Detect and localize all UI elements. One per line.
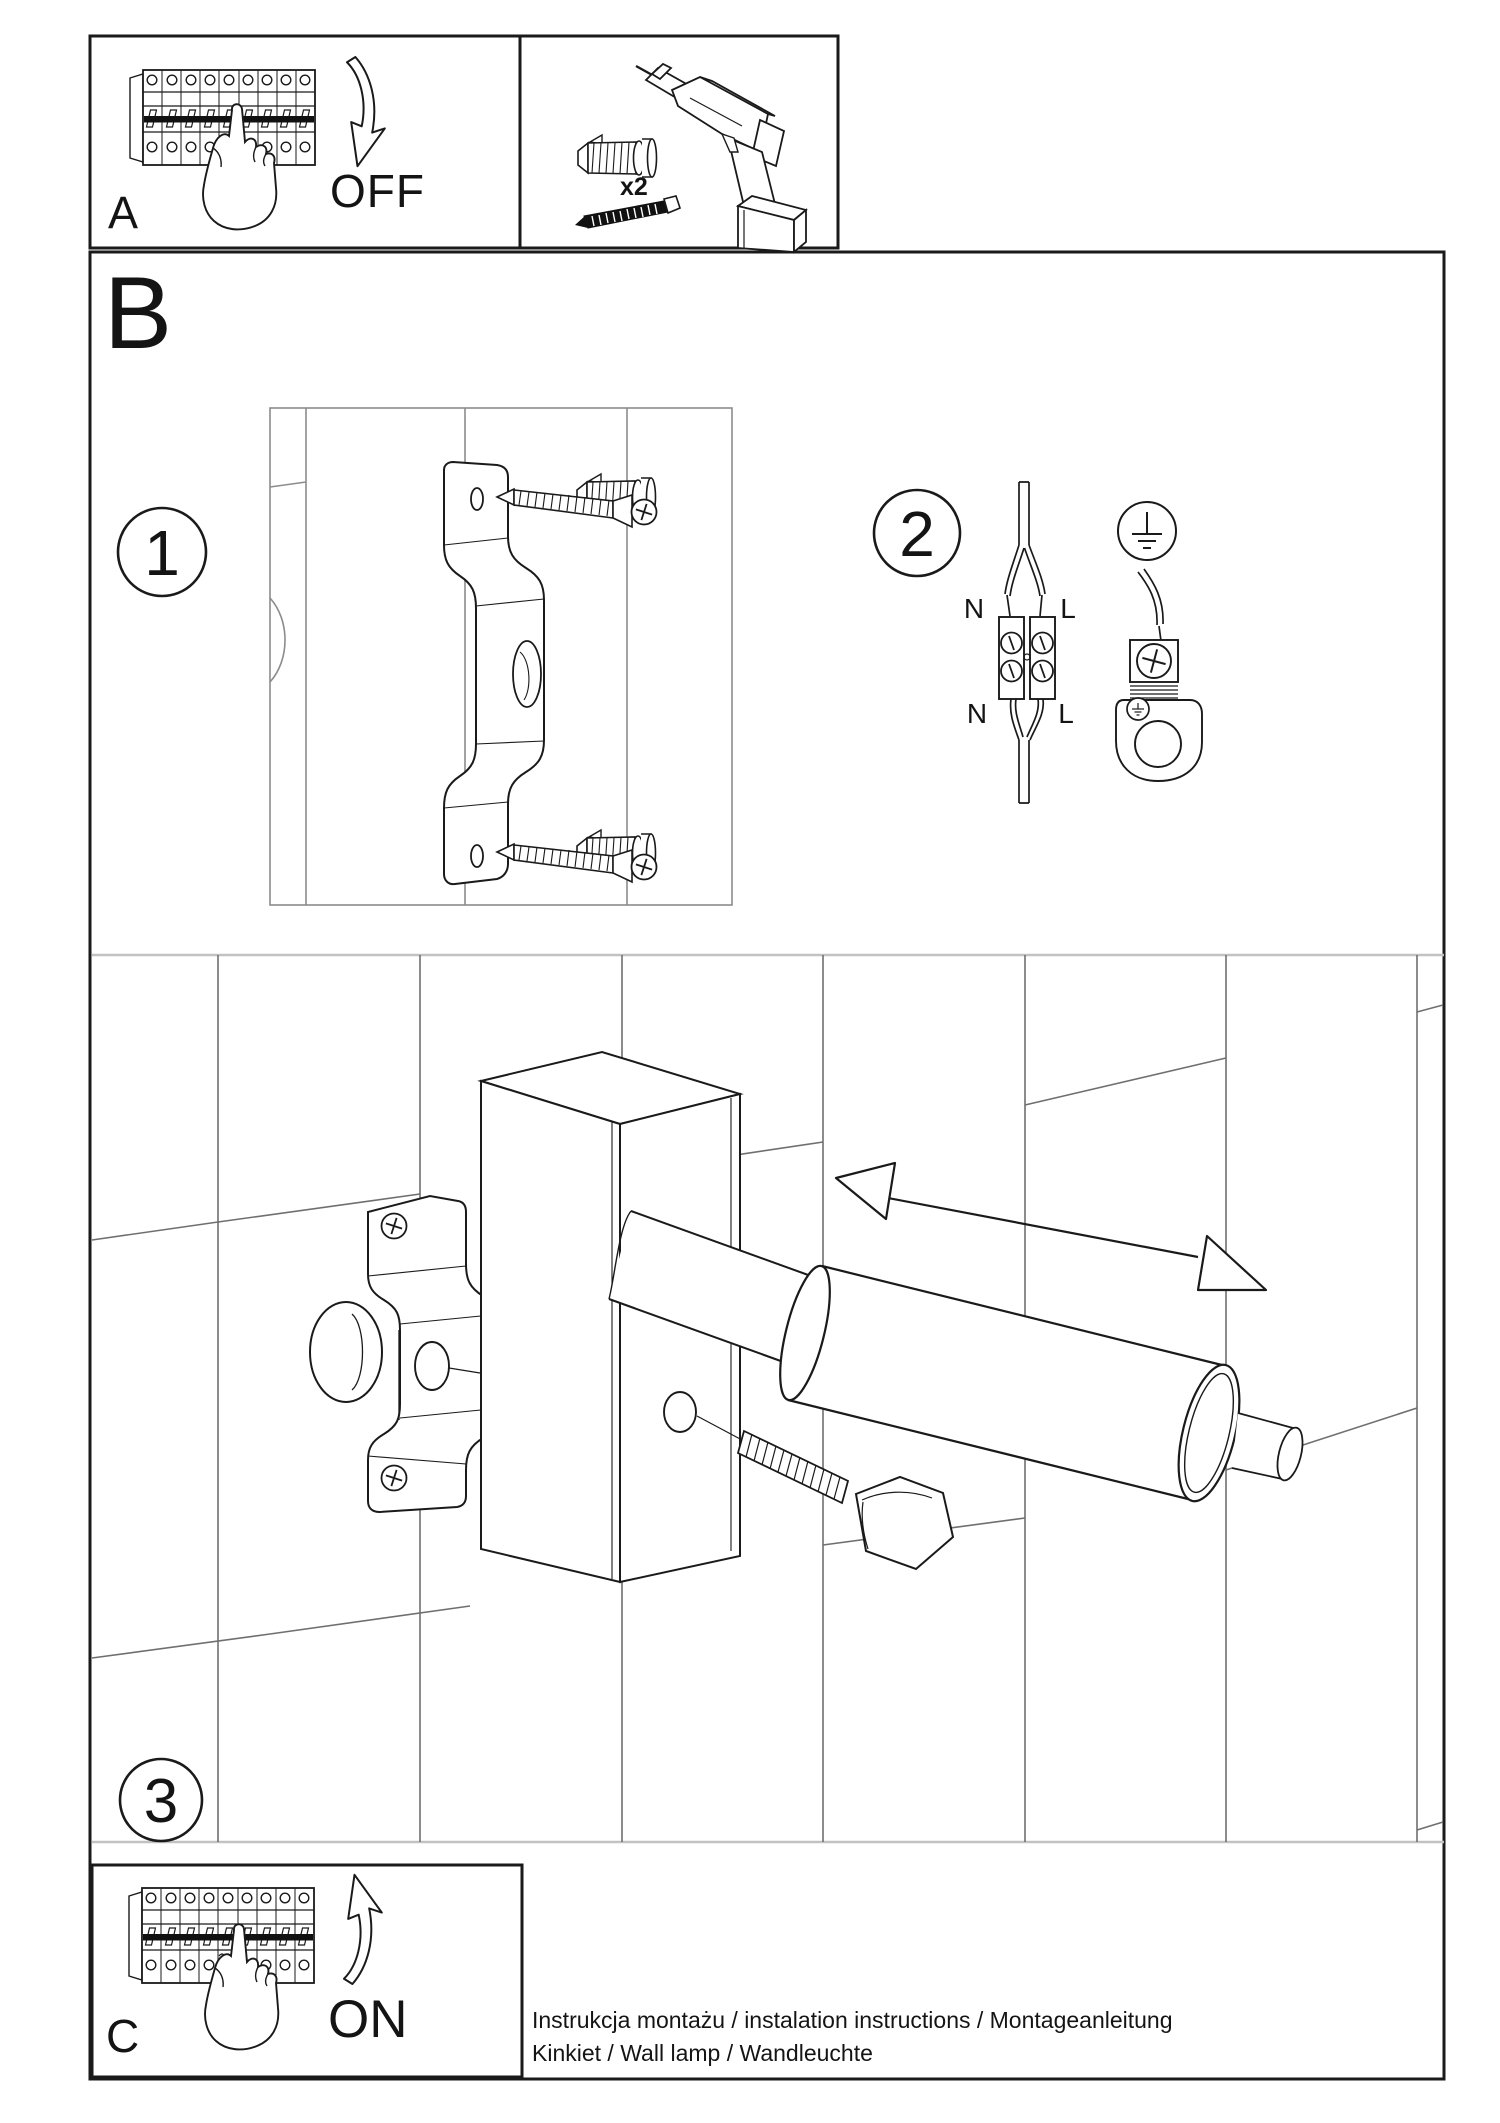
step-1-badge xyxy=(116,506,208,598)
drill-icon xyxy=(635,62,808,254)
lamp-arm xyxy=(608,1210,812,1365)
on-label: ON xyxy=(328,1990,408,2049)
step-1-mount-bracket: 1 xyxy=(116,407,733,906)
panel-c-power-on: C ON xyxy=(90,1863,524,2079)
panel-c-label: C xyxy=(106,2010,139,2062)
tube-end-knob xyxy=(1231,1412,1304,1482)
wire-label-n-bottom: N xyxy=(967,698,987,729)
step-3-assembly: 3 xyxy=(91,953,1444,1844)
earth-clamp-icon xyxy=(1115,639,1203,782)
step-3-badge xyxy=(118,1757,204,1843)
wire-label-l-bottom: L xyxy=(1058,698,1074,729)
wire-label-n-top: N xyxy=(964,593,984,624)
step-2-number: 2 xyxy=(899,498,935,570)
lamp-tube xyxy=(779,1264,1304,1503)
bracket-hole xyxy=(414,1341,450,1391)
off-label: OFF xyxy=(330,165,425,217)
footer: Instrukcja montażu / instalation instruc… xyxy=(532,2007,1173,2066)
earth-symbol-icon xyxy=(1117,501,1177,561)
wall-planks xyxy=(91,953,1444,1844)
wire-label-l-top: L xyxy=(1060,593,1076,624)
section-b: B xyxy=(88,250,1446,2081)
step-1-number: 1 xyxy=(144,517,180,589)
footer-line1: Instrukcja montażu / instalation instruc… xyxy=(532,2007,1173,2033)
panel-a-power-off: A OFF xyxy=(88,34,522,250)
panel-a-label: A xyxy=(108,187,138,238)
hardware-quantity: x2 xyxy=(620,173,648,201)
bolt-hex-head xyxy=(854,1475,955,1571)
screw-icon xyxy=(575,195,681,229)
bolt-hole xyxy=(663,1391,697,1433)
bracket-installed xyxy=(309,1194,502,1514)
bracket-center-hole xyxy=(512,640,542,708)
step-3-number: 3 xyxy=(144,1767,178,1836)
panel-tools: x2 xyxy=(518,34,840,254)
slide-direction-arrows xyxy=(834,1161,1268,1292)
locking-bolt xyxy=(663,1391,955,1571)
cable-stub xyxy=(309,1301,383,1403)
step-2-wiring: 2 N L N L xyxy=(872,481,1203,804)
footer-line2: Kinkiet / Wall lamp / Wandleuchte xyxy=(532,2040,873,2066)
step-2-badge xyxy=(872,488,962,578)
section-b-label: B xyxy=(104,256,172,370)
